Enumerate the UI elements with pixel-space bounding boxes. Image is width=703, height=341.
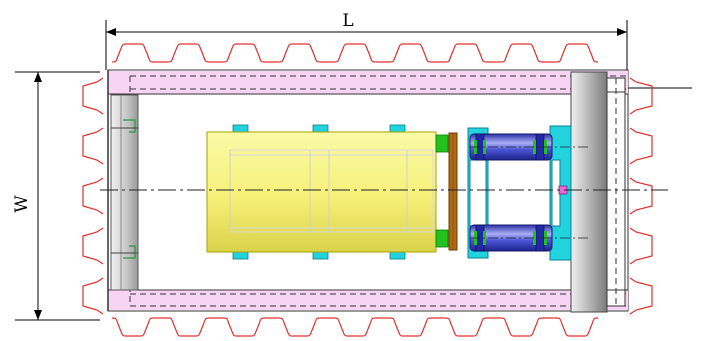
width-dimension: W [12,71,100,321]
arrowhead-right-icon [617,28,627,36]
track-left [82,77,104,315]
track-bottom [111,317,599,337]
frame-rail-bottom [108,290,628,310]
track-right [629,77,653,315]
cyan-bracket-right [549,125,572,261]
length-dimension: L [105,11,628,70]
frame-rail-top [108,71,628,94]
track-right-teeth [629,77,653,315]
green-block-bottom [435,229,449,248]
arrowhead-down-icon [34,310,42,320]
left-idler-wheel [110,94,139,291]
green-block-top [435,134,449,153]
track-left-teeth [82,77,104,315]
track-top-teeth [111,43,599,63]
width-label: W [12,195,32,213]
right-drive-sprocket [570,71,626,313]
track-bottom-teeth [111,317,599,337]
arrowhead-up-icon [34,72,42,82]
arrowhead-left-icon [106,28,116,36]
length-label: L [342,11,353,31]
motor-cylinder [206,124,449,260]
track-top [111,43,599,63]
